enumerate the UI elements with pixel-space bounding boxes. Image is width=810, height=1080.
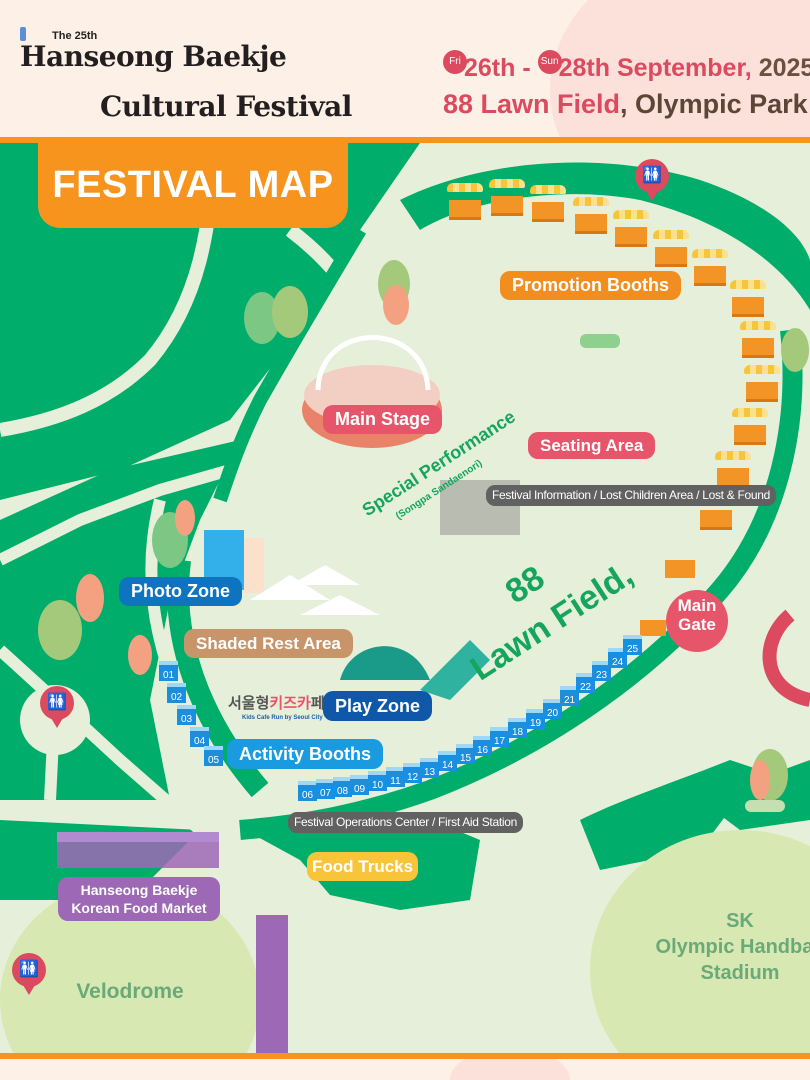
festival-venue: 88 Lawn Field, Olympic Park	[443, 89, 808, 120]
operations-center-label[interactable]: Festival Operations Center / First Aid S…	[288, 812, 523, 833]
start-date: 26th -	[464, 54, 538, 82]
activity-booth-03[interactable]: 03	[177, 705, 196, 725]
handball-line1: SK	[726, 910, 754, 932]
activity-booth-13[interactable]: 13	[420, 758, 439, 778]
activity-booths-label[interactable]: Activity Booths	[227, 739, 384, 769]
restroom-icon[interactable]: 🚻	[40, 686, 74, 728]
decorative-blob	[550, 0, 810, 137]
main-gate-line1: Main	[677, 596, 717, 615]
kids-cafe-caption: Kids Cafe Run by Seoul City	[242, 715, 323, 721]
activity-booth-20[interactable]: 20	[543, 699, 562, 719]
activity-booth-07[interactable]: 07	[316, 779, 335, 799]
promotion-stall	[573, 197, 609, 237]
activity-booth-08[interactable]: 08	[333, 777, 352, 797]
activity-booth-24[interactable]: 24	[608, 648, 627, 668]
end-day-badge: Sun	[537, 50, 562, 74]
photo-zone-label[interactable]: Photo Zone	[119, 577, 242, 606]
activity-booth-15[interactable]: 15	[456, 744, 475, 764]
activity-booth-19[interactable]: 19	[526, 709, 545, 729]
footer	[0, 1059, 810, 1080]
activity-booth-21[interactable]: 21	[560, 686, 579, 706]
promotion-booths-label[interactable]: Promotion Booths	[500, 271, 681, 300]
restroom-icon[interactable]: 🚻	[635, 159, 669, 201]
venue-field: 88 Lawn Field	[443, 89, 621, 119]
festival-year: 2025	[751, 54, 810, 82]
promotion-stall	[447, 183, 483, 223]
festival-map: 🚻 🚻 🚻 01 02 03 04 05 06 07 08 09 10 11 1…	[0, 143, 810, 1053]
end-date: 28th September,	[558, 54, 752, 82]
activity-booth-25[interactable]: 25	[623, 635, 642, 655]
activity-booth-11[interactable]: 11	[386, 767, 405, 787]
kids-cafe-logo: 서울형키즈카페	[228, 695, 325, 712]
promotion-stall	[730, 280, 766, 320]
food-trucks-label[interactable]: Food Trucks	[307, 852, 419, 881]
festival-edition: The 25th	[52, 30, 98, 42]
promotion-stall	[613, 210, 649, 250]
festival-information-label[interactable]: Festival Information / Lost Children Are…	[486, 485, 777, 506]
food-market-line1: Hanseong Baekje	[80, 882, 198, 898]
activity-booth-14[interactable]: 14	[438, 751, 457, 771]
food-market-line2: Korean Food Market	[71, 900, 207, 916]
promotion-stall	[692, 249, 728, 289]
promotion-stall	[740, 321, 776, 361]
bottom-divider	[0, 1053, 810, 1059]
promotion-stall	[530, 185, 566, 225]
handball-line2: Olympic Handball	[655, 936, 810, 958]
logo-accent	[20, 27, 26, 41]
festival-header: The 25th Hanseong Baekje Cultural Festiv…	[0, 0, 810, 137]
handball-line3: Stadium	[700, 962, 780, 984]
activity-booth-01[interactable]: 01	[159, 661, 178, 681]
activity-booth-12[interactable]: 12	[403, 763, 422, 783]
festival-name-line2: Cultural Festival	[100, 90, 352, 123]
activity-booth-23[interactable]: 23	[592, 661, 611, 681]
activity-booth-06[interactable]: 06	[298, 781, 317, 801]
activity-booth-10[interactable]: 10	[368, 771, 387, 791]
seating-area-label[interactable]: Seating Area	[528, 432, 656, 459]
activity-booth-16[interactable]: 16	[473, 736, 492, 756]
venue-park: , Olympic Park	[620, 89, 808, 119]
activity-booth-22[interactable]: 22	[576, 673, 595, 693]
activity-booth-17[interactable]: 17	[490, 727, 509, 747]
activity-booth-04[interactable]: 04	[190, 727, 209, 747]
velodrome-label[interactable]: Velodrome	[76, 980, 184, 1003]
play-zone-label[interactable]: Play Zone	[323, 691, 433, 721]
activity-booth-05[interactable]: 05	[204, 746, 223, 766]
main-stage-label[interactable]: Main Stage	[323, 405, 443, 434]
restroom-icon[interactable]: 🚻	[12, 953, 46, 995]
activity-booth-09[interactable]: 09	[350, 775, 369, 795]
main-gate-line2: Gate	[678, 615, 716, 634]
map-title: FESTIVAL MAP	[38, 143, 348, 228]
promotion-stall	[732, 408, 768, 448]
food-market-label[interactable]: Hanseong Baekje Korean Food Market	[58, 877, 220, 921]
promotion-stall	[744, 365, 780, 405]
top-divider	[0, 137, 810, 143]
shaded-rest-area-label[interactable]: Shaded Rest Area	[184, 629, 353, 658]
handball-stadium-label[interactable]: SK Olympic Handball Stadium	[630, 908, 810, 986]
activity-booth-02[interactable]: 02	[167, 683, 186, 703]
activity-booth-18[interactable]: 18	[508, 718, 527, 738]
start-day-badge: Fri	[443, 50, 467, 74]
festival-name-line1: Hanseong Baekje	[20, 40, 287, 73]
main-gate-marker[interactable]: Main Gate	[666, 590, 728, 652]
promotion-stall	[653, 230, 689, 270]
promotion-stall	[489, 179, 525, 219]
